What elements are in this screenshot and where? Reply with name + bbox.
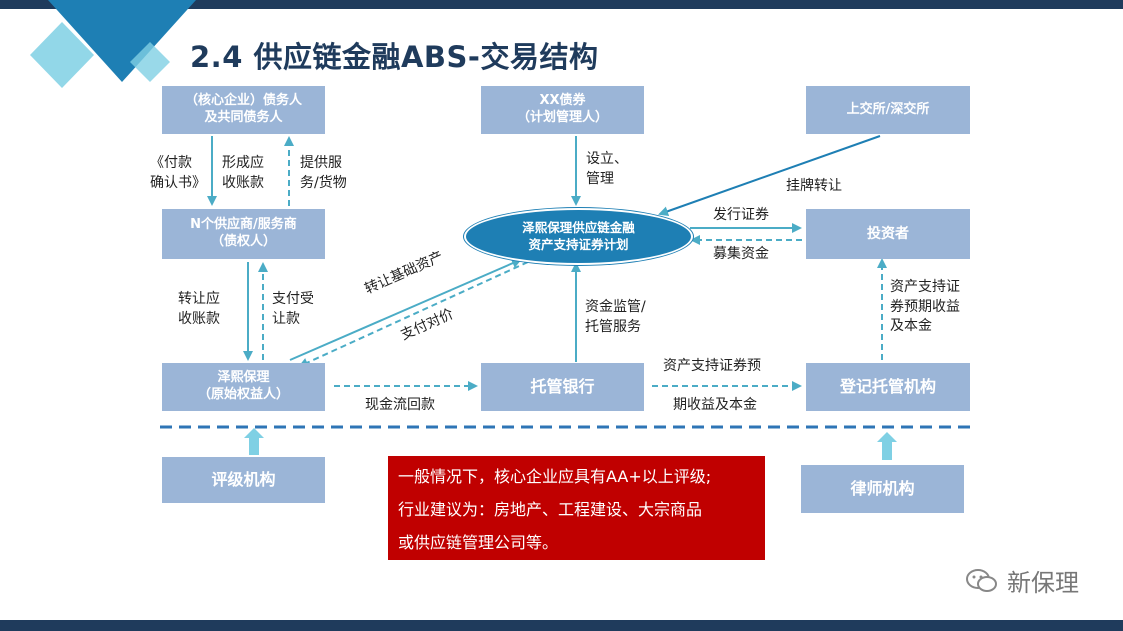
watermark: 新保理	[965, 563, 1079, 598]
note-line-1: 一般情况下，核心企业应具有AA+以上评级;	[398, 467, 712, 486]
note-line-2: 行业建议为：房地产、工程建设、大宗商品	[398, 500, 703, 519]
label-abs-return-1: 资产支持证券预	[663, 358, 761, 374]
registry-box: 登记托管机构	[806, 363, 970, 411]
abs-plan-ellipse: 泽熙保理供应链金融 资产支持证券计划	[464, 208, 693, 265]
investors-box: 投资者	[806, 209, 970, 259]
xx-securities-box: XX债券 （计划管理人）	[481, 86, 644, 134]
label-raise-funds: 募集资金	[713, 246, 769, 262]
page-title: 2.4 供应链金融ABS-交易结构	[190, 40, 599, 74]
plan-line-2: 资产支持证券计划	[528, 236, 629, 252]
arrow-exchange-to-plan	[658, 135, 881, 217]
law-up-arrow	[877, 432, 897, 460]
xx-securities-line-2: （计划管理人）	[516, 110, 608, 125]
fund-supervision-line-1: 资金监管/	[585, 299, 646, 315]
setup-manage-line-1: 设立、	[586, 151, 628, 167]
pay-transfer-line-1: 支付受	[272, 291, 314, 307]
expected-return-line-2: 券预期收益	[890, 298, 960, 315]
provide-service-line-2: 务/货物	[300, 174, 347, 191]
registry-label: 登记托管机构	[839, 376, 936, 396]
factoring-line-1: 泽熙保理	[217, 370, 270, 386]
watermark-text: 新保理	[1007, 569, 1079, 597]
corner-decoration	[30, 0, 196, 88]
xx-securities-line-1: XX债券	[539, 93, 586, 109]
label-provide-service: 提供服 务/货物	[300, 154, 347, 193]
rating-box: 评级机构	[162, 457, 325, 503]
suppliers-line-1: N个供应商/服务商	[190, 217, 297, 233]
top-bar	[0, 0, 1123, 9]
setup-manage-line-2: 管理	[586, 170, 614, 187]
debtor-line-2: 及共同债务人	[204, 110, 283, 125]
custodian-bank-box: 托管银行	[481, 363, 644, 411]
label-cashflow-return: 现金流回款	[365, 397, 435, 413]
label-fund-supervision: 资金监管/ 托管服务	[585, 298, 646, 337]
payment-confirm-line-1: 《付款	[150, 155, 192, 171]
label-form-receivable: 形成应 收账款	[222, 154, 264, 193]
wechat-icon	[966, 568, 997, 592]
label-pay-transfer: 支付受 让款	[272, 290, 314, 329]
transfer-receivable-line-2: 收账款	[178, 310, 220, 327]
form-receivable-line-2: 收账款	[222, 174, 264, 191]
label-payment-confirm: 《付款 确认书》	[150, 154, 206, 193]
form-receivable-line-1: 形成应	[222, 155, 264, 171]
label-transfer-receivable: 转让应 收账款	[178, 290, 220, 329]
factoring-line-2: （原始权益人）	[197, 387, 289, 402]
label-abs-return-2: 期收益及本金	[673, 397, 757, 413]
debtor-line-1: （核心企业）债务人	[184, 93, 302, 109]
exchange-box: 上交所/深交所	[806, 86, 970, 134]
transfer-receivable-line-1: 转让应	[178, 291, 220, 307]
custodian-bank-label: 托管银行	[530, 376, 595, 396]
debtor-box: （核心企业）债务人 及共同债务人	[162, 86, 325, 134]
provide-service-line-1: 提供服	[300, 155, 342, 171]
investors-label: 投资者	[867, 225, 909, 242]
expected-return-line-3: 及本金	[890, 318, 932, 335]
label-listing-transfer: 挂牌转让	[786, 178, 842, 194]
expected-return-line-1: 资产支持证	[890, 279, 960, 295]
fund-supervision-line-2: 托管服务	[585, 318, 641, 335]
label-issue-securities: 发行证券	[713, 207, 769, 223]
factoring-box: 泽熙保理 （原始权益人）	[162, 363, 325, 411]
rating-note: 一般情况下，核心企业应具有AA+以上评级; 行业建议为：房地产、工程建设、大宗商…	[388, 456, 765, 560]
law-firm-box: 律师机构	[801, 465, 964, 513]
arrow-plan-to-factoring	[298, 261, 529, 368]
plan-line-1: 泽熙保理供应链金融	[522, 219, 635, 235]
arrow-factoring-to-plan	[289, 258, 522, 361]
label-setup-manage: 设立、 管理	[586, 150, 628, 189]
payment-confirm-line-2: 确认书》	[150, 174, 206, 191]
suppliers-box: N个供应商/服务商 （债权人）	[162, 209, 325, 259]
label-expected-return: 资产支持证 券预期收益 及本金	[890, 278, 960, 337]
rating-label: 评级机构	[211, 469, 276, 489]
rating-up-arrow	[244, 428, 264, 455]
note-line-3: 或供应链管理公司等。	[398, 533, 559, 552]
suppliers-line-2: （债权人）	[210, 234, 276, 249]
law-firm-label: 律师机构	[850, 478, 915, 498]
exchange-label: 上交所/深交所	[846, 101, 930, 117]
pay-transfer-line-2: 让款	[272, 310, 300, 327]
bottom-bar	[0, 620, 1123, 631]
